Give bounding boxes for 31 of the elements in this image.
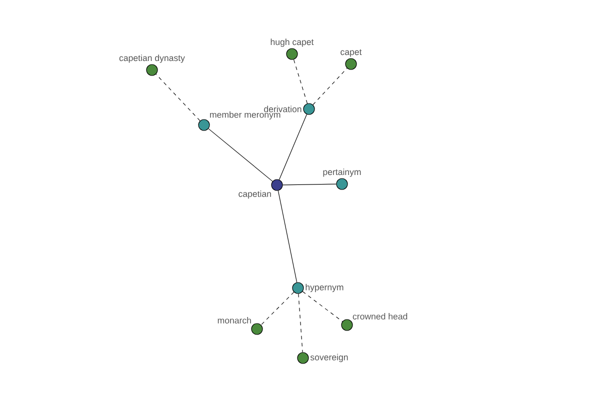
connector-line <box>156 74 200 122</box>
graph-node: crowned head <box>341 313 408 331</box>
connector-line <box>282 184 336 186</box>
graph-node: capetian <box>238 179 283 199</box>
node-label: derivation <box>264 106 302 112</box>
graph-node: pertainym <box>323 168 361 190</box>
node-label: monarch <box>218 317 251 324</box>
graph-node: monarch <box>218 317 263 335</box>
node-label: capetian <box>238 190 271 199</box>
node-label: hugh capet <box>270 38 314 47</box>
graph-node: hugh capet <box>270 38 314 60</box>
graph-node: capetian dynasty <box>119 54 185 76</box>
connector-line <box>312 68 348 106</box>
connector-line <box>278 114 308 180</box>
connector-line <box>208 128 273 182</box>
node-label: hypernym <box>306 284 344 292</box>
connector-line <box>302 291 343 322</box>
connector-line <box>298 293 303 353</box>
graph-node: hypernym <box>292 282 344 294</box>
graph-node: capet <box>340 49 362 70</box>
node-label: member meronym <box>210 111 280 120</box>
connector-line <box>278 190 298 283</box>
node-label: capet <box>340 49 362 57</box>
graph-node: sovereign <box>297 352 348 364</box>
node-label: crowned head <box>352 313 408 320</box>
connector-line <box>293 59 308 104</box>
node-label: capetian dynasty <box>119 54 185 63</box>
graph-node: member meronym <box>198 111 280 131</box>
node-label: sovereign <box>310 354 348 362</box>
connector-line <box>260 292 294 326</box>
node-label: pertainym <box>323 168 361 177</box>
